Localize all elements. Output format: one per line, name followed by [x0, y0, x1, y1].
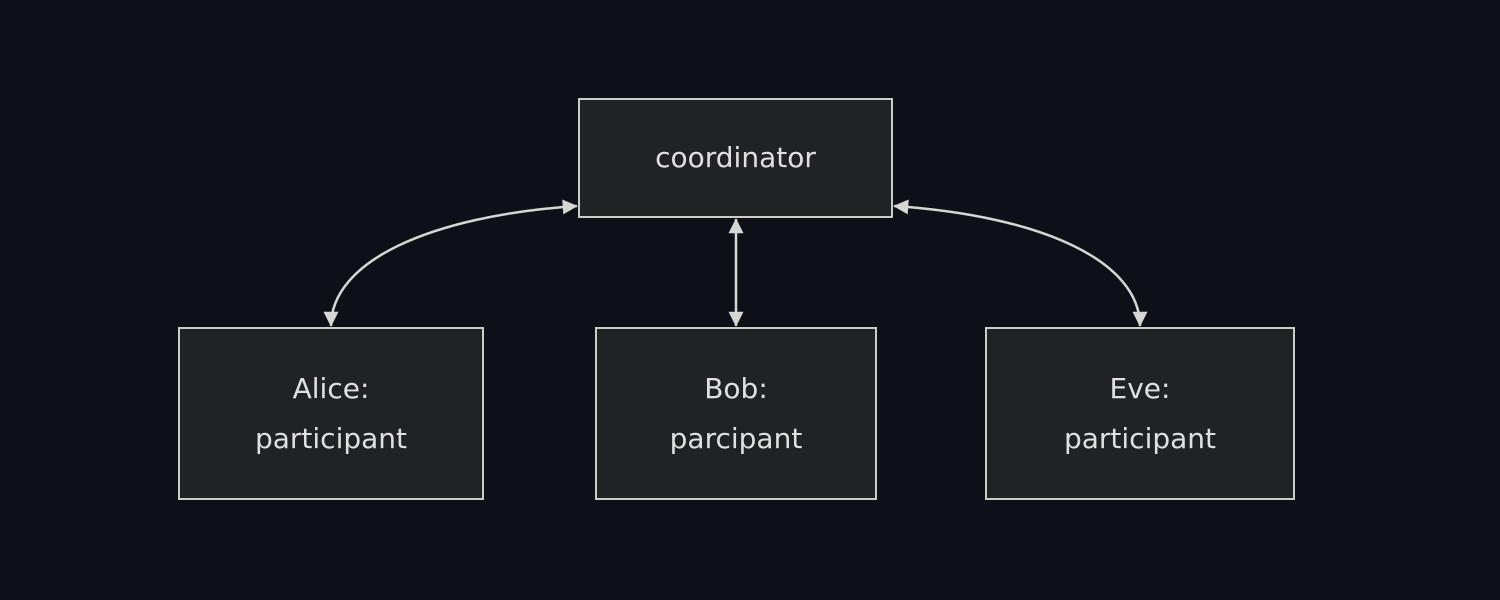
node-alice: Alice: participant — [178, 327, 484, 500]
node-eve-label-line1: Eve: — [1109, 371, 1171, 405]
node-eve: Eve: participant — [985, 327, 1295, 500]
node-coordinator: coordinator — [578, 98, 893, 218]
node-alice-label-line1: Alice: — [292, 371, 370, 405]
edge-alice-coordinator — [323, 199, 578, 327]
edge-eve-coordinator — [893, 199, 1148, 327]
node-bob-label-line2: parcipant — [669, 421, 803, 455]
node-coordinator-label: coordinator — [655, 141, 816, 174]
node-bob-label-line1: Bob: — [704, 371, 768, 405]
node-eve-label-line2: participant — [1063, 421, 1217, 455]
node-alice-label-line2: participant — [254, 421, 408, 455]
node-bob: Bob: parcipant — [595, 327, 877, 500]
